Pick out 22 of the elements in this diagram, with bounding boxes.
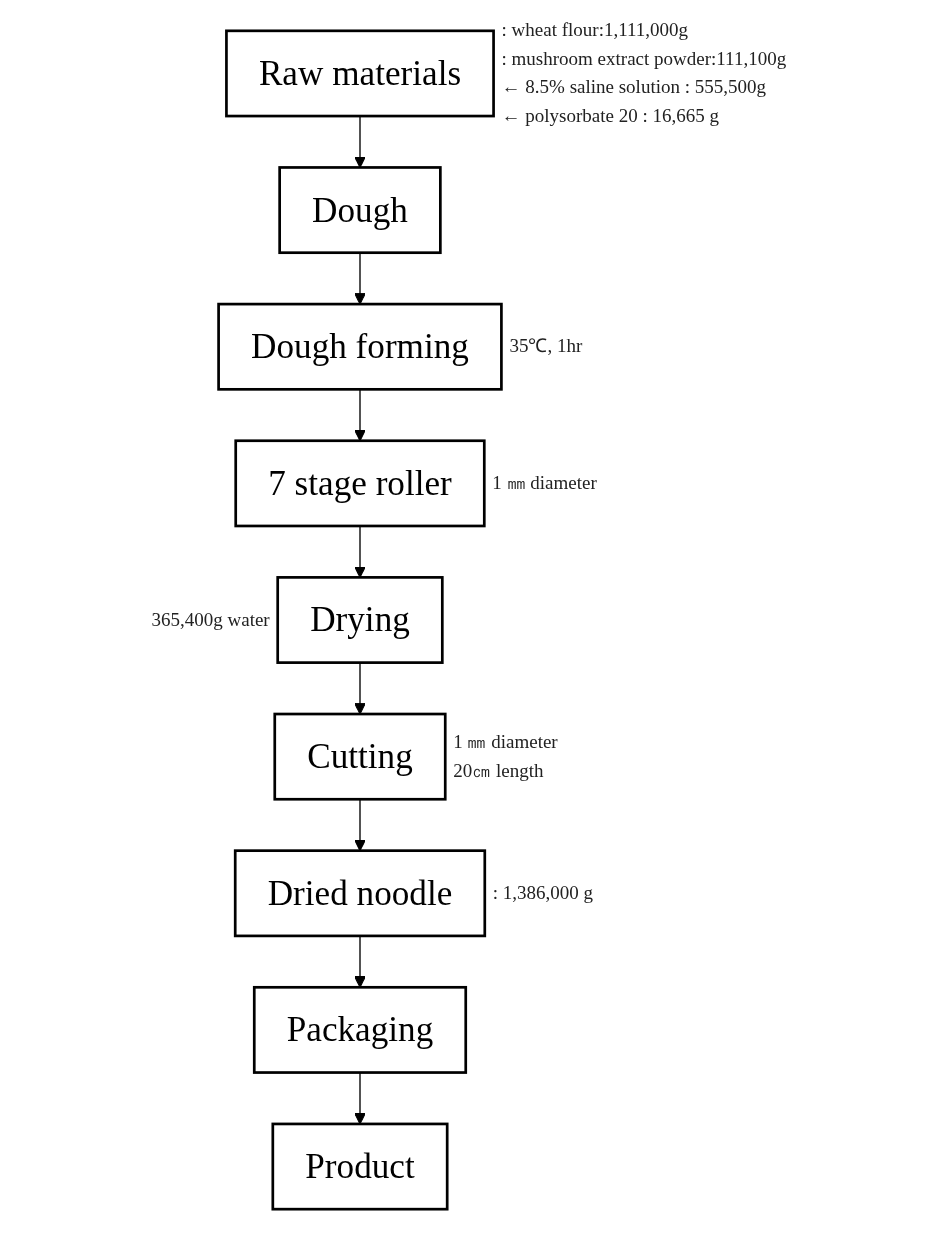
node-box: Dried noodle (233, 849, 487, 938)
node-box: 7 stage roller (234, 439, 486, 528)
node-box: Raw materials (225, 29, 495, 118)
node-box: Dough (278, 166, 442, 255)
arrow (354, 935, 366, 988)
node-box: Cutting (273, 712, 447, 801)
node-box: Packaging (252, 985, 468, 1074)
node-box: Drying (276, 576, 444, 664)
annotation-text: 20㎝ length (453, 758, 545, 783)
annotation-text: 1 ㎜ diameter (492, 471, 597, 496)
node-box: Dough forming (217, 302, 503, 391)
annotation-text: : wheat flour:1,111,000g (501, 18, 689, 43)
annotation-text: : 1,386,000 g (492, 881, 594, 905)
annotation-text: : mushroom extract powder:111,100g (501, 46, 787, 71)
annotation-text: ← 8.5% saline solution : 555,500g (501, 75, 767, 100)
arrow (354, 525, 366, 578)
node-box: Product (271, 1122, 449, 1211)
annotation-text: 1 ㎜ diameter (453, 730, 558, 755)
annotation-text: 35℃, 1hr (509, 334, 583, 359)
arrow (354, 252, 366, 305)
annotation-text: ← polysorbate 20 : 16,665 g (501, 103, 720, 128)
annotation-text: 365,400g water (151, 607, 270, 632)
